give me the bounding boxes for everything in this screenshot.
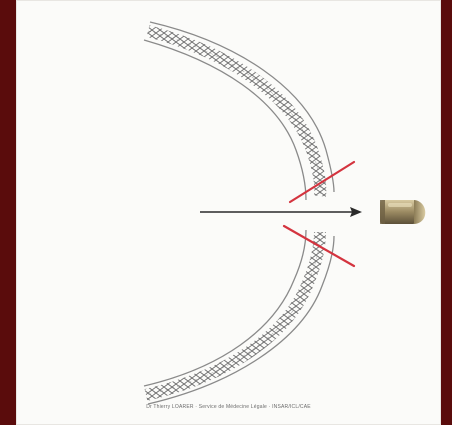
figure-caption: Dr Thierry LOARER · Service de Médecine … [16,404,441,410]
upper-bone-segment [144,22,334,200]
lower-diploe [146,232,320,395]
diagram-panel: Dr Thierry LOARER · Service de Médecine … [16,0,441,425]
upper-inner-table [150,22,334,192]
bullet-icon [380,200,425,224]
upper-diploe [148,31,320,196]
lower-bone-segment [144,230,334,404]
trajectory-arrow-icon [200,207,362,217]
skull-entry-wound-diagram [16,0,441,425]
lower-inner-table [148,236,334,404]
